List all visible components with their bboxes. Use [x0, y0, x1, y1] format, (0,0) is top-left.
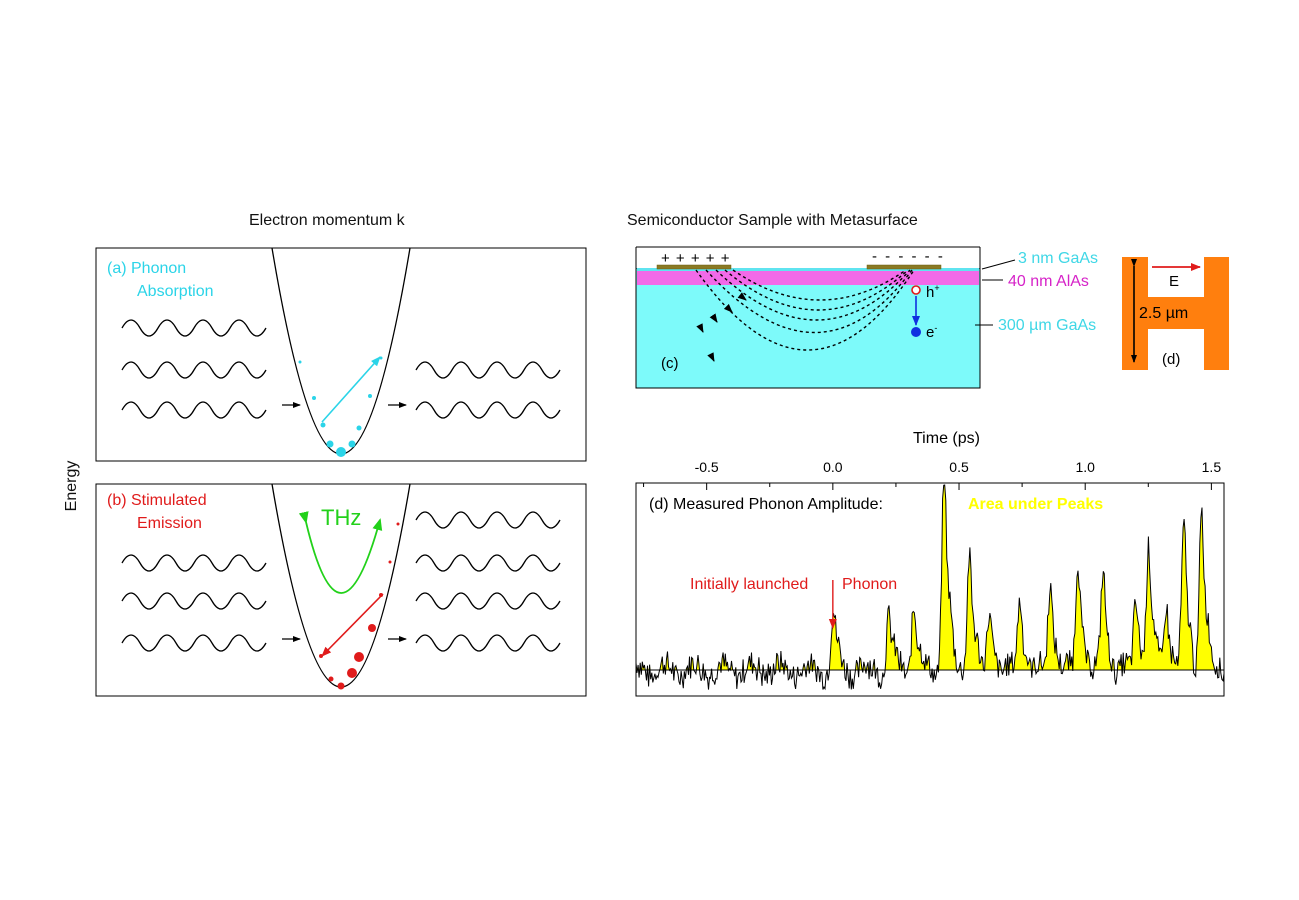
absorption-arrow	[321, 356, 381, 423]
panel-b-label-2: Emission	[137, 515, 202, 532]
xtick-label: 1.5	[1201, 459, 1222, 475]
layer-label-gaas-substrate: 300 µm GaAs	[998, 317, 1097, 334]
panel-a-label-1: (a) Phonon	[107, 260, 187, 277]
electron-label: e-	[926, 323, 937, 341]
field-lines	[695, 269, 915, 351]
plus-charges: + + + + +	[661, 250, 731, 267]
hole-dot	[911, 285, 921, 295]
panel-a-frame	[95, 247, 587, 462]
antenna-field-label: E	[1169, 273, 1180, 290]
chart-frame	[635, 482, 1225, 697]
antenna-gap-bottom	[1148, 329, 1204, 370]
field-arrows	[696, 292, 747, 362]
hole-text: h	[926, 284, 935, 301]
h-antenna	[1122, 257, 1229, 370]
left-title: Electron momentum k	[249, 212, 405, 229]
electron-text: e	[926, 324, 935, 341]
xtick-label: 0.0	[823, 459, 843, 475]
antenna-panel-label: (d)	[1162, 351, 1181, 368]
phonon-amplitude-line	[635, 484, 1225, 691]
xtick-label: 1.0	[1075, 459, 1095, 475]
thz-label: THz	[321, 505, 362, 530]
area-under-peaks	[636, 485, 1224, 670]
electrons-a	[298, 356, 383, 457]
sample-panel-label: (c)	[661, 355, 679, 372]
phonon-waves-a	[121, 319, 561, 419]
minus-charges: - - - - - -	[872, 248, 945, 265]
panel-b-frame	[95, 483, 587, 697]
layer-label-alas: 40 nm AlAs	[1008, 273, 1089, 290]
metal-pad-left	[656, 264, 732, 270]
thz-arrow	[298, 511, 383, 594]
xtick-label: -0.5	[694, 459, 719, 475]
sample-title: Semiconductor Sample with Metasurface	[627, 212, 918, 229]
xtick-label: 0.5	[949, 459, 969, 475]
layer-gaas-3nm	[637, 268, 979, 271]
layer-alas	[637, 271, 979, 285]
annotation-phonon: Phonon	[842, 576, 898, 593]
antenna-size-label: 2.5 µm	[1139, 305, 1189, 322]
electron-sup: -	[934, 323, 938, 333]
panel-b-label-1: (b) Stimulated	[107, 492, 207, 509]
chart-highlight: Area under Peaks	[968, 496, 1104, 513]
layer-label-gaas-thin: 3 nm GaAs	[1018, 250, 1099, 267]
hole-sup: +	[934, 283, 940, 293]
panel-a-label-2: Absorption	[137, 283, 214, 300]
electrons-b	[319, 522, 400, 690]
emission-arrow	[321, 593, 384, 657]
top-white	[636, 247, 980, 268]
electron-dot	[911, 327, 921, 337]
hole-label: h+	[926, 283, 940, 301]
chart-title: (d) Measured Phonon Amplitude:	[649, 496, 883, 513]
metal-pad-right	[866, 264, 942, 270]
phonon-waves-b	[121, 511, 561, 652]
chart-xlabel: Time (ps)	[913, 430, 980, 447]
annotation-initially-launched: Initially launched	[690, 576, 809, 593]
